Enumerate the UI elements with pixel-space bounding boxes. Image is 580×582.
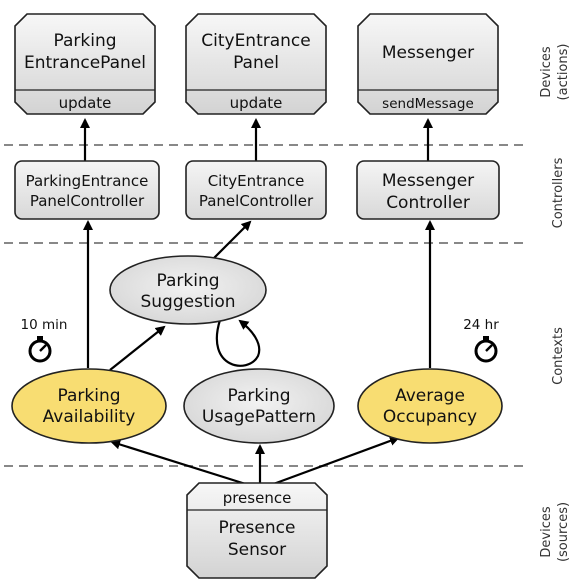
controller-parking-entrance-panel: ParkingEntrance PanelController [14, 160, 160, 220]
context-ellipse [109, 255, 267, 325]
device-source-label: presence [223, 489, 292, 507]
device-presence-sensor: presence Presence Sensor [186, 482, 328, 579]
context-average-occupancy: Average Occupancy [357, 368, 503, 444]
lane-label-devices-sources: Devices (sources) [539, 502, 571, 562]
lane-label-line: Controllers [551, 157, 566, 228]
timer-label: 10 min [21, 317, 68, 333]
edge-availability-to-suggestion [109, 325, 166, 371]
controller-title: Messenger [382, 171, 474, 191]
device-title: EntrancePanel [24, 53, 146, 73]
timer-label: 24 hr [463, 317, 499, 333]
context-parking-availability: Parking Availability [11, 368, 167, 444]
device-title: Presence [219, 518, 296, 538]
context-ellipse [357, 368, 503, 444]
edge-suggestion-self-loop [215, 319, 261, 367]
context-ellipse [11, 368, 167, 444]
context-ellipse [183, 368, 335, 444]
controller-city-entrance-panel: CityEntrance PanelController [185, 160, 327, 220]
device-shape [357, 13, 499, 115]
device-parking-entrance-panel: Parking EntrancePanel update [14, 13, 156, 115]
stopwatch-icon [28, 336, 52, 363]
context-title: Occupancy [383, 407, 477, 427]
device-title: Parking [53, 31, 116, 51]
lane-label-line: (sources) [556, 502, 571, 562]
device-shape [185, 13, 327, 115]
context-title: Average [395, 386, 465, 406]
device-shape [14, 13, 156, 115]
lane-label-line: (actions) [556, 44, 571, 101]
context-title: UsagePattern [202, 407, 316, 427]
lane-label-devices-actions: Devices (actions) [539, 44, 571, 101]
controller-box [14, 160, 160, 220]
context-parking-suggestion: Parking Suggestion [109, 255, 267, 325]
controller-title: ParkingEntrance [26, 172, 149, 190]
controller-title: Controller [386, 193, 470, 213]
edge-sensor-to-occupancy [267, 436, 400, 488]
controller-title: PanelController [30, 192, 145, 210]
timer-availability: 10 min [21, 317, 68, 363]
device-shape [186, 482, 328, 579]
timer-occupancy: 24 hr [463, 317, 499, 363]
context-title: Parking [227, 386, 290, 406]
edge-sensor-to-availability [110, 439, 253, 488]
controller-title: CityEntrance [208, 172, 305, 190]
lane-label-line: Devices [539, 506, 554, 557]
device-title: Messenger [382, 43, 474, 63]
device-title: Panel [233, 53, 279, 73]
context-title: Availability [43, 407, 136, 427]
lane-label-line: Contexts [551, 327, 566, 385]
stopwatch-icon [474, 336, 498, 363]
device-title: CityEntrance [201, 31, 311, 51]
context-title: Parking [156, 271, 219, 291]
controller-messenger: Messenger Controller [356, 160, 500, 220]
controller-box [356, 160, 500, 220]
controller-title: PanelController [199, 192, 314, 210]
device-action-label: update [59, 94, 112, 112]
device-action-label: sendMessage [382, 96, 474, 112]
controller-box [185, 160, 327, 220]
context-title: Suggestion [140, 292, 235, 312]
device-messenger: Messenger sendMessage [357, 13, 499, 115]
device-title: Sensor [228, 540, 286, 560]
context-title: Parking [57, 386, 120, 406]
lane-label-line: Devices [539, 46, 554, 97]
lane-label-controllers: Controllers [551, 157, 566, 228]
device-city-entrance-panel: CityEntrance Panel update [185, 13, 327, 115]
context-parking-usage-pattern: Parking UsagePattern [183, 368, 335, 444]
device-action-label: update [230, 94, 283, 112]
lane-label-contexts: Contexts [551, 327, 566, 385]
